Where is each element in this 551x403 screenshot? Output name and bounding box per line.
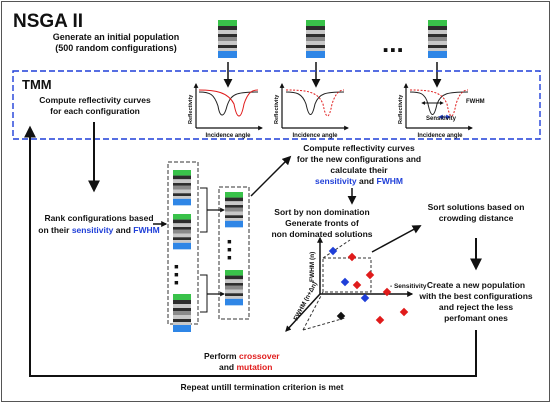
plot2-xlabel: Incidence angle <box>292 133 338 139</box>
crossover-bracket-1 <box>200 187 208 233</box>
rank-text-2: on their sensitivity and FWHM <box>38 225 159 235</box>
plot1-xlabel: Incidence angle <box>205 133 251 139</box>
pareto-point <box>365 270 375 280</box>
svg-text:▪: ▪ <box>174 266 179 282</box>
compute-new-text-2: for the new configurations and <box>297 154 421 164</box>
pareto-front-plot: FWHM (n) FWHM (n+Δn) - Sensitivity <box>285 236 427 332</box>
newpop-text-1: Create a new population <box>427 280 525 290</box>
pareto-label-sensitivity: - Sensitivity <box>390 283 427 290</box>
pareto-point <box>375 315 385 325</box>
offspring-stack <box>225 270 243 306</box>
initial-population-stacks <box>218 20 447 58</box>
config-stack <box>428 20 447 58</box>
pareto-point <box>347 252 357 262</box>
plot3-ylabel: Reflectivity <box>398 94 404 124</box>
newpop-text-2: with the best configurations <box>418 291 533 301</box>
sort-text-3: non dominated solutions <box>271 229 372 239</box>
parents-ellipsis-dots: ▪ <box>174 258 179 274</box>
loop-arrow <box>24 125 477 377</box>
sort-text-1: Sort by non domination <box>274 207 369 217</box>
perform-text-2: and mutation <box>219 362 272 372</box>
arrow-offspring-to-compute <box>250 155 292 197</box>
pareto-point <box>336 311 346 321</box>
pareto-point <box>360 293 370 303</box>
pareto-axis-fwhm-n-dn <box>285 293 321 332</box>
offspring-stack <box>225 192 243 228</box>
offspring-stacks <box>225 192 243 306</box>
config-stack <box>218 20 237 58</box>
tmm-label: TMM <box>22 77 52 92</box>
title: NSGA II <box>13 11 83 32</box>
parent-stacks <box>173 170 191 332</box>
rank-fwhm: FWHM <box>133 225 159 235</box>
crossover-word: crossover <box>239 351 280 361</box>
pareto-label-fwhm-n-dn: FWHM (n+Δn) <box>293 281 319 322</box>
offspring-box <box>218 186 250 320</box>
repeat-text: Repeat untill termination criterion is m… <box>181 382 344 392</box>
compute-new-text-1: Compute reflectivity curves <box>303 143 415 153</box>
compute-new-sensitivity: sensitivity <box>315 176 357 186</box>
compute-text-1: Compute reflectivity curves <box>39 95 151 105</box>
tmm-box <box>12 70 541 140</box>
svg-text:▪: ▪ <box>227 249 232 265</box>
perform-text-1: Perform crossover <box>204 351 280 361</box>
crossover-bracket-2 <box>200 274 208 313</box>
compute-new-fwhm: FWHM <box>377 176 403 186</box>
rank-text-1: Rank configurations based <box>44 213 153 223</box>
plot3-fwhm-label: FWHM <box>466 99 485 105</box>
reflectivity-plot-2: Reflectivity Incidence angle <box>274 83 349 139</box>
pareto-point <box>382 287 392 297</box>
compute-text-2: for each configuration <box>50 106 140 116</box>
svg-text:▪: ▪ <box>227 233 232 249</box>
parent-stack <box>173 170 191 206</box>
newpop-text-4: perfomant ones <box>444 313 508 323</box>
reflectivity-plot-3: Reflectivity Sensitivity FWHM Incidence … <box>398 83 485 139</box>
ellipsis: ... <box>382 28 404 58</box>
plot3-xlabel: Incidence angle <box>417 133 463 139</box>
compute-new-text-3: calculate their <box>330 165 388 175</box>
newpop-text-3: and reject the less <box>439 302 513 312</box>
arrow-pareto-to-crowding <box>371 225 422 253</box>
mutation-word: mutation <box>237 362 273 372</box>
plot1-ylabel: Reflectivity <box>188 94 194 124</box>
svg-text:▪: ▪ <box>227 241 232 257</box>
pareto-point <box>340 277 350 287</box>
pareto-point <box>352 280 362 290</box>
reflectivity-plot-1: Reflectivity Incidence angle <box>188 83 263 139</box>
generate-text-1: Generate an initial population <box>53 32 180 42</box>
plot2-ylabel: Reflectivity <box>274 94 280 124</box>
pareto-point <box>399 307 409 317</box>
sort-text-2: Generate fronts of <box>285 218 359 228</box>
rank-sensitivity: sensitivity <box>72 225 114 235</box>
generate-text-2: (500 random configurations) <box>55 43 177 53</box>
crowding-text-2: crowding distance <box>439 213 514 223</box>
pareto-point <box>328 246 338 256</box>
parent-stack <box>173 214 191 250</box>
pareto-label-fwhm-n: FWHM (n) <box>309 252 316 282</box>
parent-stack <box>173 294 191 332</box>
svg-text:▪: ▪ <box>174 274 179 290</box>
config-stack <box>306 20 325 58</box>
plot3-sensitivity-label: Sensitivity <box>426 116 457 122</box>
compute-new-text-4: sensitivity and FWHM <box>315 176 403 186</box>
crowding-text-1: Sort solutions based on <box>428 202 525 212</box>
pareto-dashed-front-box <box>322 257 372 293</box>
